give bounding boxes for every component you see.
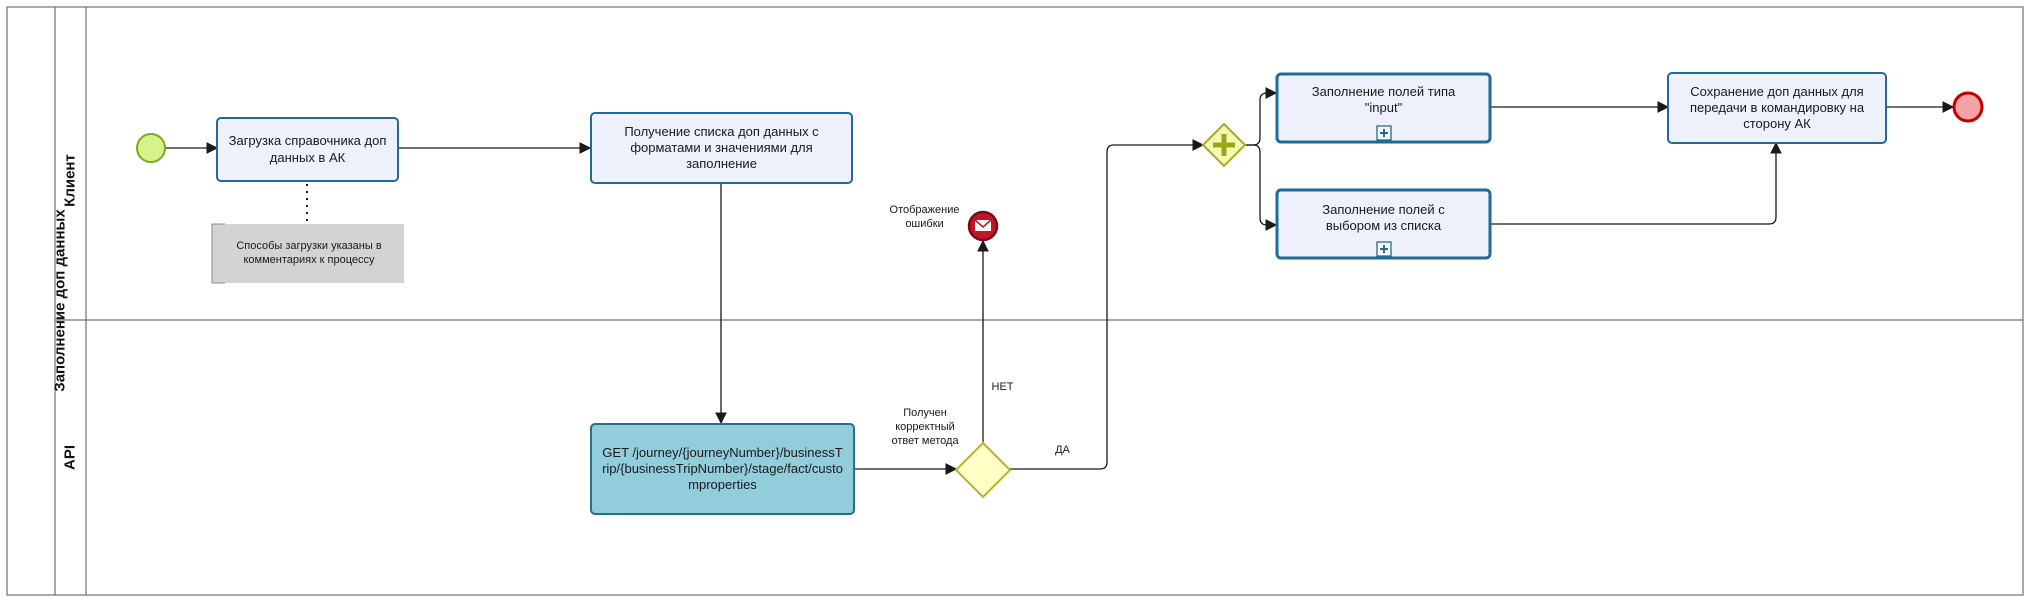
error-end-event[interactable] (967, 210, 999, 242)
flow-select-to-save (1491, 141, 1782, 225)
task-fill-input[interactable] (1275, 72, 1492, 144)
task-api-call-label: GET /journey/{journeyNumber}/businessTri… (602, 444, 843, 493)
envelope-icon (974, 219, 992, 231)
task-save-data-label: Сохранение доп данных для передачи в ком… (1689, 83, 1865, 132)
plus-icon (1213, 134, 1235, 156)
start-event[interactable] (136, 133, 166, 163)
gateway-no-label: НЕТ (991, 381, 1014, 394)
annotation-text: Способы загрузки указаны в комментариях … (236, 239, 382, 266)
gateway-yes-label: ДА (1055, 444, 1070, 457)
task-fill-select[interactable] (1275, 188, 1492, 260)
end-event[interactable] (1952, 91, 1984, 123)
plus-square-icon[interactable] (1376, 241, 1392, 257)
flow-parallel-to-select (1245, 144, 1278, 231)
task-load-catalog-label: Загрузка справочника доп данных в АК (228, 133, 387, 165)
exclusive-gateway[interactable] (954, 441, 1012, 499)
task-save-data[interactable] (1667, 72, 1887, 144)
plus-square-icon[interactable] (1376, 125, 1392, 141)
annotation-box (212, 224, 404, 283)
lane-title-api: API (61, 445, 79, 471)
lane-title-client: Клиент (61, 154, 79, 207)
task-get-list-label: Получение списка доп данных с форматами … (624, 123, 819, 172)
annotation-bracket (211, 223, 225, 284)
flow-parallel-to-input (1245, 87, 1278, 146)
task-load-catalog[interactable] (216, 117, 399, 182)
task-api-call[interactable] (590, 423, 855, 515)
error-event-label: Отображение ошибки (889, 204, 960, 230)
task-fill-select-label: Заполнение полей с выбором из списка (1322, 201, 1445, 233)
task-get-list[interactable] (590, 112, 853, 184)
flow-gateway-to-parallel (1010, 139, 1205, 470)
gateway-label: Получен корректный ответ метода (891, 407, 959, 447)
parallel-gateway[interactable] (1201, 122, 1247, 168)
task-fill-input-label: Заполнение полей типа "input" (1311, 83, 1456, 115)
